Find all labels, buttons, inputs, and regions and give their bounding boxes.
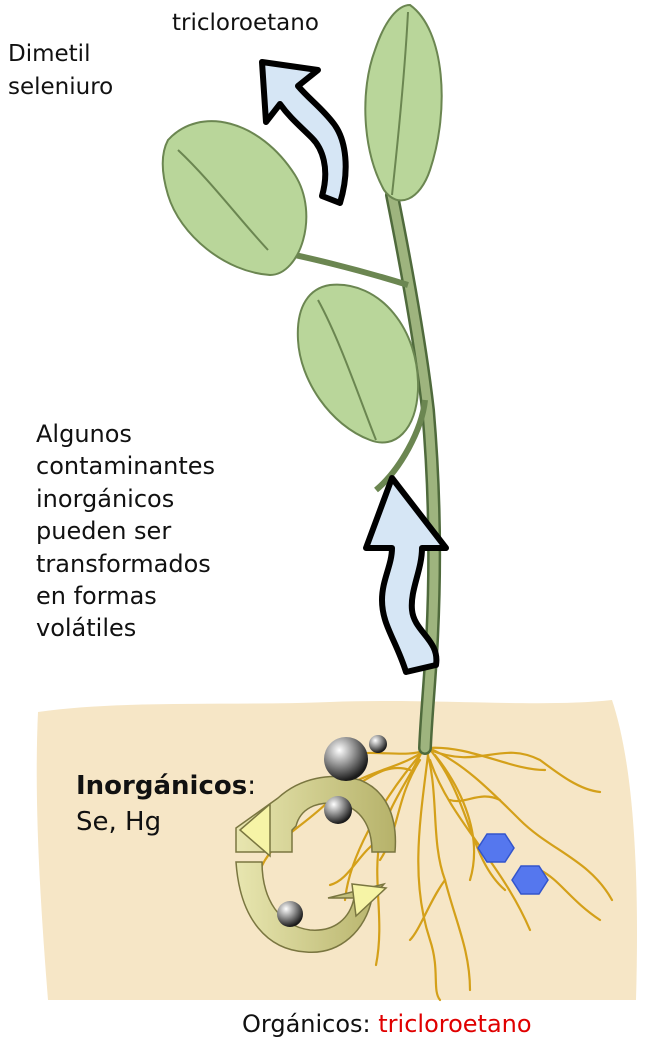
organic-label: Orgánicos: tricloroetano	[242, 1010, 532, 1038]
volatile-compound-top: tricloroetano	[172, 10, 319, 36]
description-line: pueden ser	[36, 515, 215, 547]
volatilization-description: Algunos contaminantes inorgánicos pueden…	[36, 418, 215, 645]
volatile-compound-left-line2: seleniuro	[8, 71, 113, 104]
description-line: inorgánicos	[36, 483, 215, 515]
description-line: volátiles	[36, 612, 215, 644]
inorganic-colon: :	[247, 771, 256, 801]
leaf-left	[163, 121, 307, 275]
description-line: contaminantes	[36, 450, 215, 482]
inorganic-label: Inorgánicos: Se, Hg	[76, 768, 256, 841]
organic-prefix: Orgánicos:	[242, 1010, 378, 1038]
organic-compound: tricloroetano	[378, 1010, 531, 1038]
volatile-compound-left: Dimetil seleniuro	[8, 38, 113, 105]
description-line: en formas	[36, 580, 215, 612]
inorganic-title: Inorgánicos	[76, 771, 247, 801]
leaf-middle	[298, 285, 418, 443]
volatile-compound-left-line1: Dimetil	[8, 38, 113, 71]
inorganic-elements: Se, Hg	[76, 804, 256, 840]
leaf-top	[365, 5, 441, 200]
description-line: Algunos	[36, 418, 215, 450]
description-line: transformados	[36, 548, 215, 580]
